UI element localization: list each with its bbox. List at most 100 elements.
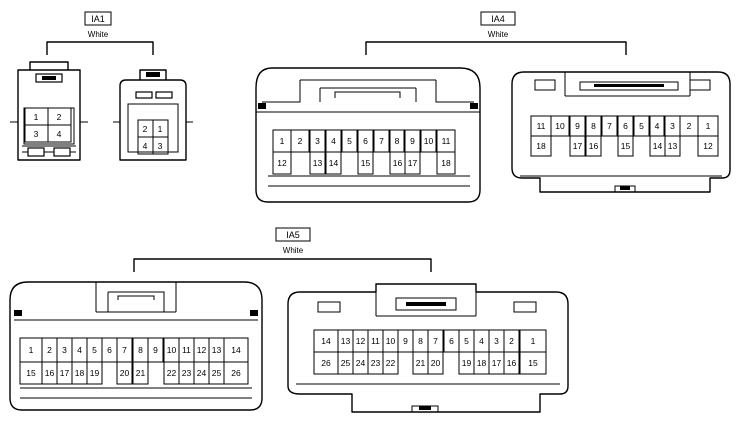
pin-label: 2 — [143, 124, 148, 134]
pin-label: 1 — [706, 121, 711, 131]
pin-label: 2 — [509, 336, 514, 346]
pin-label: 14 — [329, 158, 339, 168]
pin-label: 4 — [143, 141, 148, 151]
ia5-bracket — [133, 258, 432, 272]
pin-label: 2 — [57, 112, 62, 122]
pin-cell — [503, 351, 520, 375]
pin-label: 13 — [212, 345, 222, 355]
pin-label: 1 — [280, 136, 285, 146]
pin-label: 2 — [47, 345, 52, 355]
pin-label: 7 — [122, 345, 127, 355]
pin-label: 13 — [668, 141, 678, 151]
pin-label: 12 — [197, 345, 207, 355]
pin-cell — [86, 361, 103, 385]
ia1-female-connector: 1 2 3 4 — [10, 61, 88, 161]
ia1-tag: IA1 — [91, 14, 105, 24]
pin-label: 3 — [158, 141, 163, 151]
pin-cell — [420, 129, 437, 153]
pin-cell — [601, 115, 618, 137]
pin-label: 24 — [197, 368, 207, 378]
ia1-bracket — [46, 41, 154, 55]
ia1-female-pins: 1 2 3 4 — [24, 107, 72, 143]
pin-label: 18 — [75, 368, 85, 378]
pin-label: 18 — [477, 358, 487, 368]
pin-label: 10 — [424, 136, 434, 146]
pin-label: 5 — [464, 336, 469, 346]
pin-label: 17 — [573, 141, 583, 151]
pin-label: 5 — [347, 136, 352, 146]
pin-cell — [382, 351, 399, 375]
pin-label: 1 — [34, 112, 39, 122]
pin-label: 7 — [433, 336, 438, 346]
pin-cell — [223, 361, 249, 385]
pin-label: 3 — [670, 121, 675, 131]
pin-label: 14 — [653, 141, 663, 151]
ia4-bracket — [365, 41, 627, 55]
pin-label: 9 — [410, 136, 415, 146]
pin-label: 23 — [182, 368, 192, 378]
pin-label: 7 — [379, 136, 384, 146]
pin-label: 23 — [371, 358, 381, 368]
pin-cell — [530, 135, 552, 157]
pin-cell — [617, 135, 634, 157]
pin-label: 16 — [507, 358, 517, 368]
pin-label: 20 — [120, 368, 130, 378]
pin-cell — [664, 135, 681, 157]
ia4-tag: IA4 — [491, 14, 505, 24]
pin-label: 8 — [138, 345, 143, 355]
pin-cell — [147, 337, 164, 363]
pin-label: 2 — [298, 136, 303, 146]
pin-label: 1 — [158, 124, 163, 134]
pin-label: 16 — [45, 368, 55, 378]
pin-label: 3 — [494, 336, 499, 346]
ia1-color: White — [88, 30, 109, 39]
pin-cell — [309, 151, 326, 175]
pin-label: 8 — [591, 121, 596, 131]
pin-cell — [325, 151, 342, 175]
pin-label: 17 — [492, 358, 502, 368]
pin-label: 22 — [386, 358, 396, 368]
pin-label: 21 — [416, 358, 426, 368]
pin-label: 25 — [341, 358, 351, 368]
pin-label: 6 — [623, 121, 628, 131]
pin-label: 15 — [621, 141, 631, 151]
pin-label: 26 — [321, 358, 331, 368]
pin-cell — [550, 115, 570, 137]
pin-label: 11 — [537, 121, 546, 131]
pin-label: 4 — [77, 345, 82, 355]
pin-label: 19 — [462, 358, 472, 368]
ia1-male-pins: 2 1 4 3 — [137, 119, 169, 155]
pin-label: 18 — [441, 158, 451, 168]
pin-label: 3 — [34, 129, 39, 139]
pin-label: 5 — [639, 121, 644, 131]
pin-label: 15 — [26, 368, 36, 378]
pin-cell — [436, 151, 456, 175]
pin-label: 21 — [136, 368, 146, 378]
pin-cell — [341, 129, 358, 153]
pin-label: 4 — [57, 129, 62, 139]
pin-label: 6 — [107, 345, 112, 355]
pin-label: 12 — [277, 158, 287, 168]
pin-cell — [373, 129, 390, 153]
pin-label: 10 — [167, 345, 177, 355]
pin-label: 3 — [62, 345, 67, 355]
pin-label: 3 — [315, 136, 320, 146]
ia4-color: White — [488, 30, 509, 39]
pin-cell — [132, 361, 149, 385]
pin-cell — [357, 151, 374, 175]
pin-cell — [116, 361, 133, 385]
pin-label: 4 — [655, 121, 660, 131]
pin-label: 17 — [408, 158, 418, 168]
pin-label: 18 — [536, 141, 546, 151]
pin-label: 11 — [442, 136, 451, 146]
pin-label: 15 — [528, 358, 538, 368]
ia1-tag-box — [84, 11, 112, 26]
